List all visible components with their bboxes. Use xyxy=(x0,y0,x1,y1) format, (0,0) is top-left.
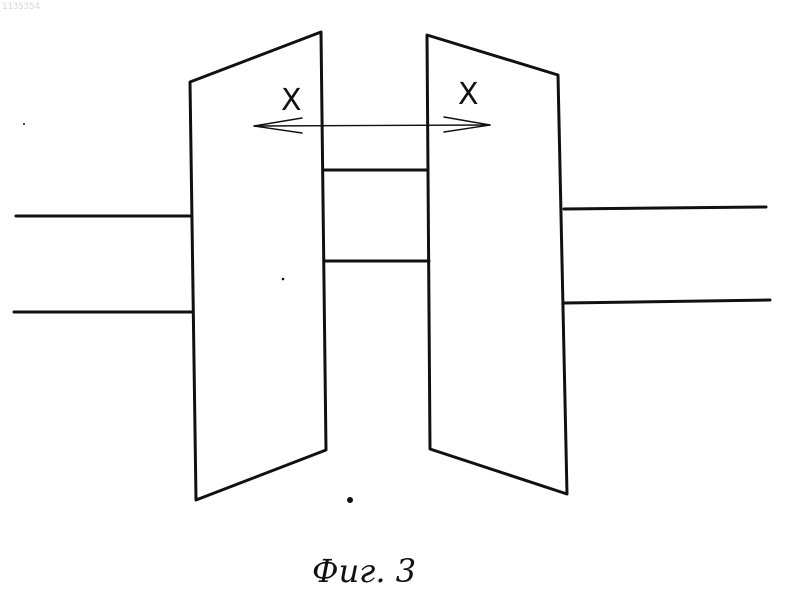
left-plate xyxy=(190,32,326,500)
right-x-label: X xyxy=(458,77,479,112)
right-shaft-lower-line xyxy=(565,300,770,303)
displacement-arrow xyxy=(254,117,490,133)
document-number: 1135354 xyxy=(2,2,40,12)
speck-mark xyxy=(23,123,25,125)
dot-mark xyxy=(347,497,353,503)
right-shaft-upper-line xyxy=(564,207,766,209)
left-x-label: X xyxy=(281,83,302,118)
speck-mark xyxy=(282,278,285,281)
figure-caption: Фиг. 3 xyxy=(312,552,416,590)
right-plate xyxy=(427,35,567,494)
